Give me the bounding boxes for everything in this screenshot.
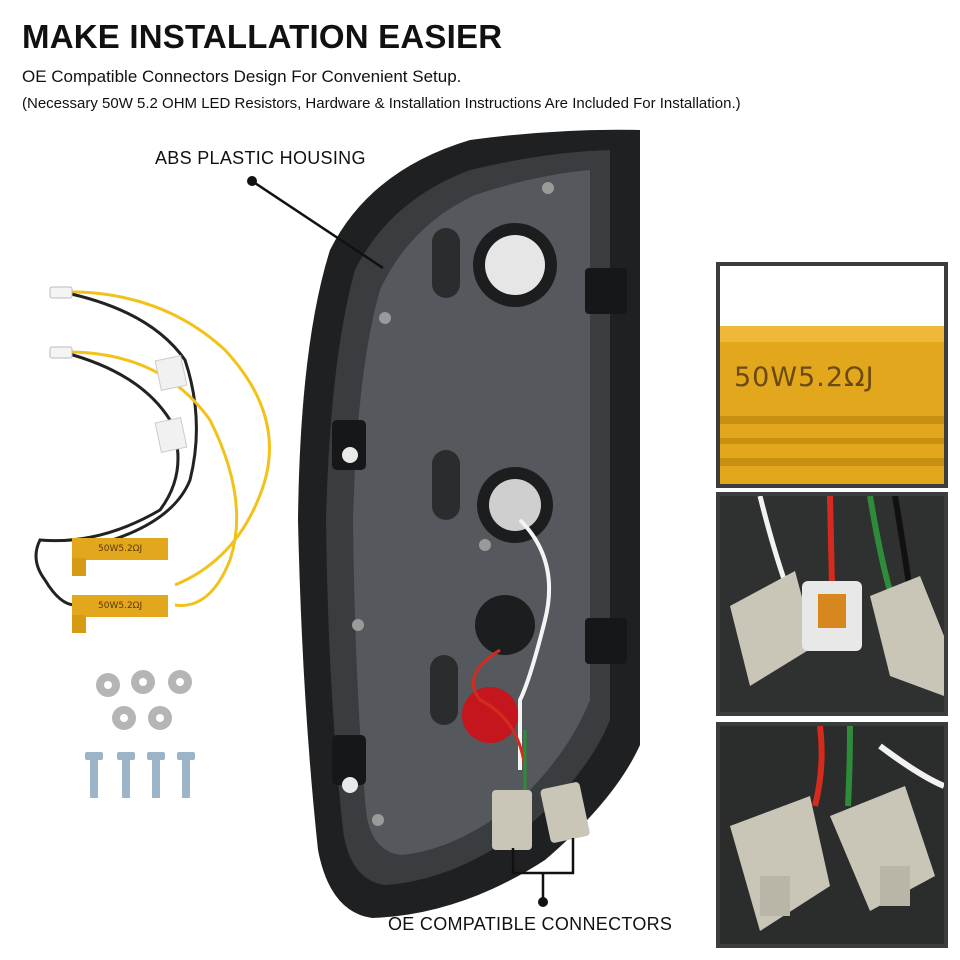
subtitle: OE Compatible Connectors Design For Conv…: [22, 67, 462, 86]
resistor-marking: 50W5.2ΩJ: [98, 601, 143, 611]
hardware-washers: [96, 670, 192, 730]
housing-callout-label: ABS PLASTIC HOUSING: [155, 148, 366, 168]
callout-leaders: [247, 176, 575, 907]
resistor-marking: 50W5.2ΩJ: [98, 544, 143, 554]
socket-closeup: [730, 496, 944, 696]
resistor-closeup: [720, 266, 944, 484]
socket-closeup-panel: [716, 492, 948, 716]
connectors-callout-label: OE COMPATIBLE CONNECTORS: [388, 914, 673, 934]
hardware-screws: [85, 752, 195, 798]
tail-light-housing: [298, 129, 640, 918]
plugs-closeup-panel: [716, 722, 948, 948]
resistor-closeup-panel: 50W5.2ΩJ: [716, 262, 948, 488]
page-title: MAKE INSTALLATION EASIER: [22, 18, 503, 55]
included-items-note: (Necessary 50W 5.2 OHM LED Resistors, Ha…: [22, 95, 741, 112]
resistor-harness: [34, 286, 271, 633]
resistor-closeup-marking: 50W5.2ΩJ: [734, 362, 875, 393]
plugs-closeup: [730, 726, 944, 931]
